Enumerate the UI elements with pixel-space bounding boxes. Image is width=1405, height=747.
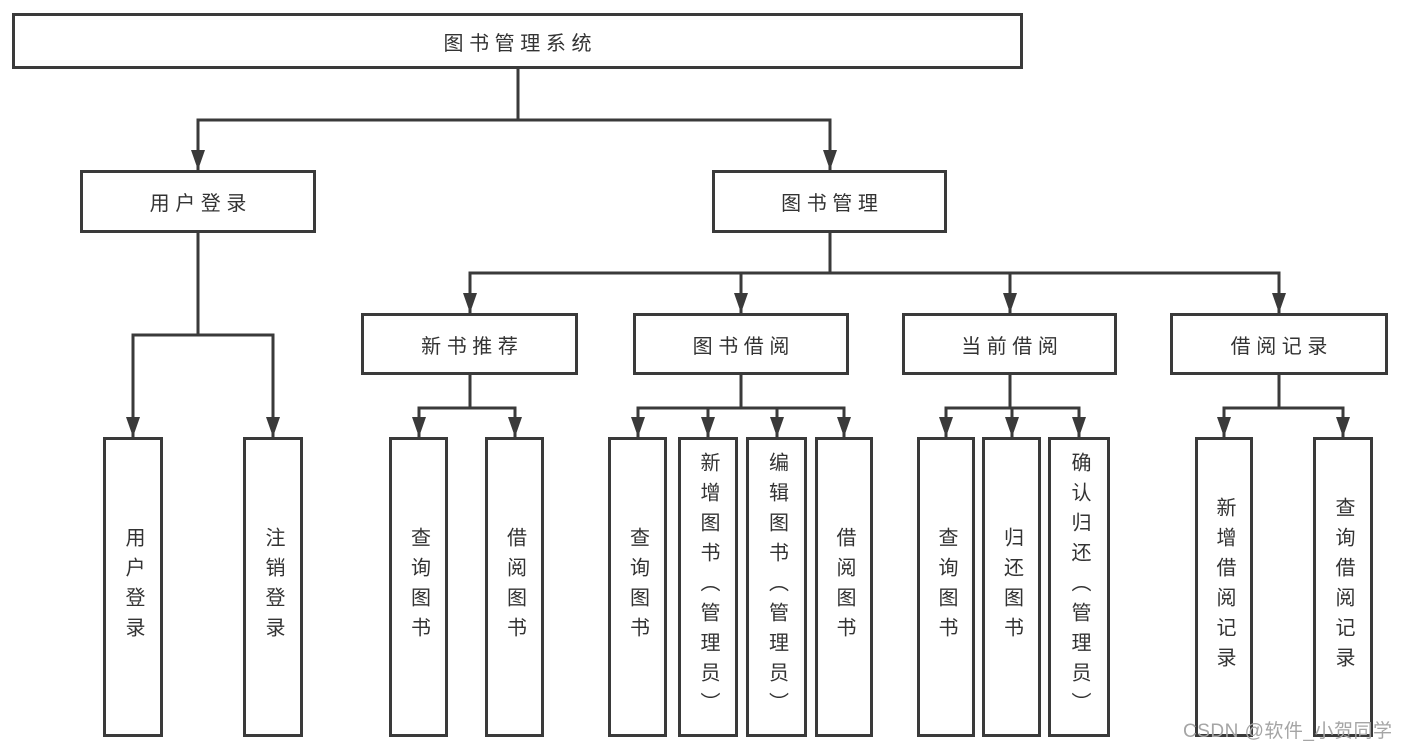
leaf-user-login: 用户登录 bbox=[103, 437, 163, 737]
leaf-rec-borrow-book-label: 借阅图书 bbox=[503, 527, 526, 647]
leaf-bb-add-book-label: 新增图书（管理员） bbox=[697, 452, 719, 722]
node-book-management-label: 图书管理 bbox=[781, 193, 884, 215]
leaf-br-query-record-label: 查询借阅记录 bbox=[1332, 497, 1354, 677]
leaf-br-add-record: 新增借阅记录 bbox=[1195, 437, 1253, 737]
leaf-bb-borrow-book: 借阅图书 bbox=[815, 437, 873, 737]
node-user-login: 用户登录 bbox=[80, 170, 316, 233]
connector-borrow-record-to-leaves bbox=[1217, 370, 1350, 439]
node-root-label: 图书管理系统 bbox=[443, 32, 598, 55]
node-book-borrow: 图书借阅 bbox=[633, 313, 849, 375]
leaf-cb-query-book: 查询图书 bbox=[917, 437, 975, 737]
leaf-cb-confirm-return: 确认归还（管理员） bbox=[1048, 437, 1110, 737]
node-borrow-record-label: 借阅记录 bbox=[1230, 335, 1333, 358]
leaf-bb-add-book: 新增图书（管理员） bbox=[678, 437, 738, 737]
leaf-bb-edit-book: 编辑图书（管理员） bbox=[746, 437, 807, 737]
node-current-borrow-label: 当前借阅 bbox=[961, 335, 1064, 358]
connector-root-to-level2 bbox=[191, 64, 837, 172]
leaf-cb-query-book-label: 查询图书 bbox=[935, 527, 957, 647]
leaf-bb-edit-book-label: 编辑图书（管理员） bbox=[765, 452, 788, 722]
leaf-rec-query-book: 查询图书 bbox=[389, 437, 448, 737]
leaf-cb-return-book: 归还图书 bbox=[982, 437, 1041, 737]
connector-current-borrow-to-leaves bbox=[939, 370, 1086, 439]
leaf-logout-login-label: 注销登录 bbox=[262, 527, 284, 647]
node-book-management: 图书管理 bbox=[712, 170, 947, 233]
node-new-book-recommend: 新书推荐 bbox=[361, 313, 578, 375]
node-root: 图书管理系统 bbox=[12, 13, 1023, 69]
node-new-book-recommend-label: 新书推荐 bbox=[421, 335, 524, 358]
leaf-bb-query-book: 查询图书 bbox=[608, 437, 667, 737]
leaf-bb-borrow-book-label: 借阅图书 bbox=[833, 527, 855, 647]
connector-user-login-to-leaves bbox=[126, 228, 280, 439]
connector-book-borrow-to-leaves bbox=[631, 370, 851, 439]
node-borrow-record: 借阅记录 bbox=[1170, 313, 1388, 375]
leaf-logout-login: 注销登录 bbox=[243, 437, 303, 737]
watermark: CSDN @软件_小贺同学 bbox=[1183, 721, 1393, 742]
leaf-rec-query-book-label: 查询图书 bbox=[407, 527, 430, 647]
node-current-borrow: 当前借阅 bbox=[902, 313, 1117, 375]
leaf-cb-confirm-return-label: 确认归还（管理员） bbox=[1068, 452, 1090, 722]
leaf-bb-query-book-label: 查询图书 bbox=[626, 527, 649, 647]
leaf-user-login-label: 用户登录 bbox=[122, 527, 144, 647]
leaf-br-add-record-label: 新增借阅记录 bbox=[1213, 497, 1235, 677]
node-book-borrow-label: 图书借阅 bbox=[692, 335, 795, 358]
leaf-br-query-record: 查询借阅记录 bbox=[1313, 437, 1373, 737]
node-user-login-label: 用户登录 bbox=[149, 193, 252, 215]
leaf-cb-return-book-label: 归还图书 bbox=[1000, 527, 1023, 647]
connector-book-mgmt-to-level3 bbox=[463, 228, 1286, 315]
connector-new-book-rec-to-leaves bbox=[412, 370, 522, 439]
leaf-rec-borrow-book: 借阅图书 bbox=[485, 437, 544, 737]
